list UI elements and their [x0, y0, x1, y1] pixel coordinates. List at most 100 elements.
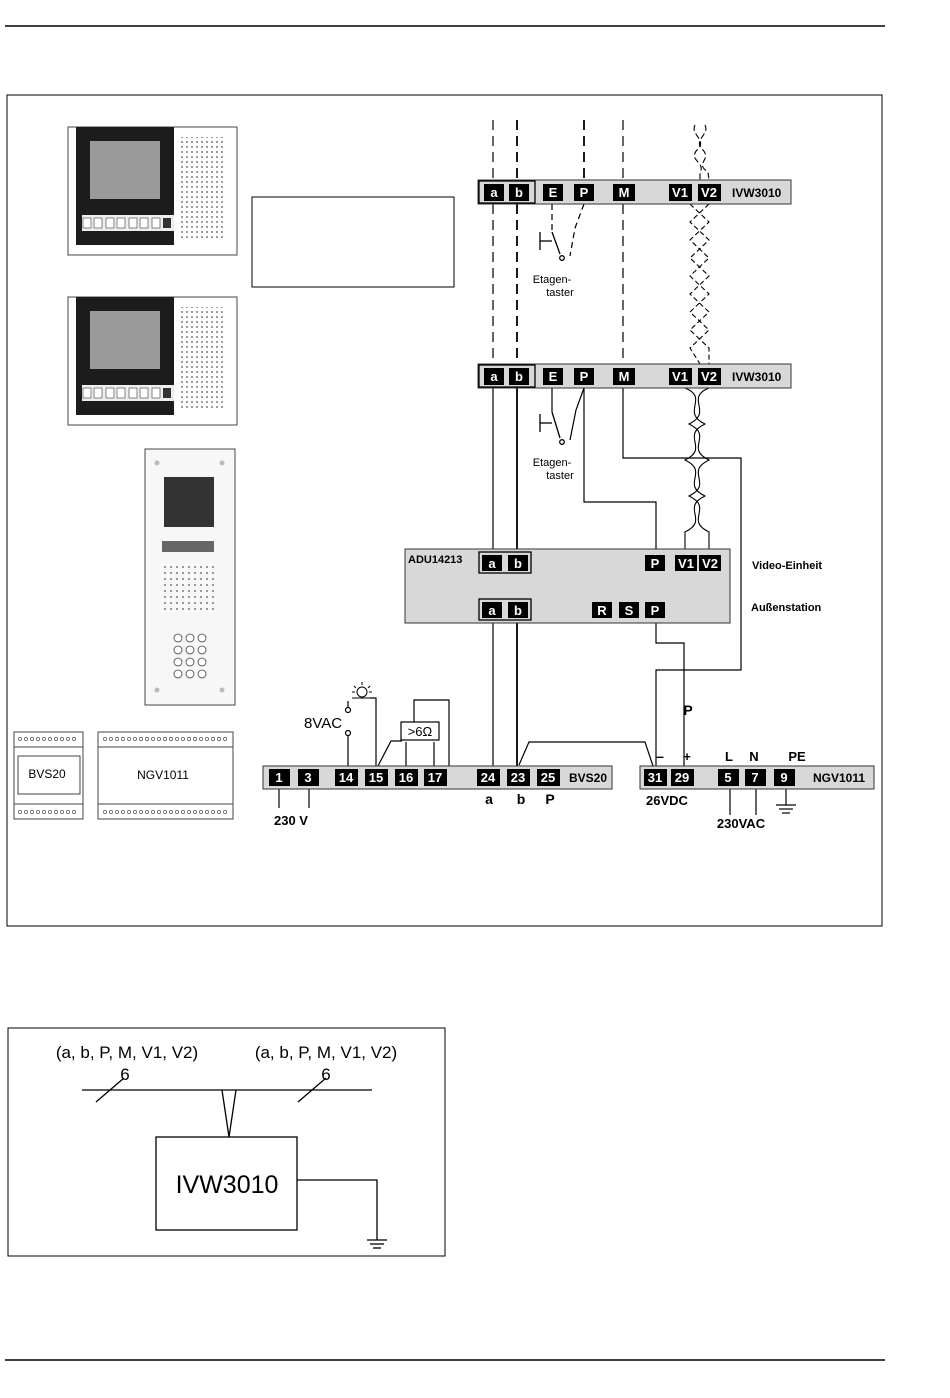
- empty-note-box: [251, 196, 455, 288]
- terminal-label: P: [651, 556, 660, 571]
- terminal-label: 25: [541, 770, 555, 785]
- terminal-24: [477, 769, 500, 786]
- terminal-label: a: [488, 556, 496, 571]
- terminal-label: 9: [780, 770, 787, 785]
- bvs20-terminals: 1 3 14 15 16 17 24 23 25: [269, 769, 560, 786]
- terminal-29: [671, 769, 694, 786]
- main-diagram-frame: [6, 94, 883, 927]
- bvs-bottom-p: P: [545, 791, 554, 807]
- terminal-m: [613, 184, 635, 201]
- terminal-v1: [669, 368, 692, 385]
- ivw-top-label: IVW3010: [732, 186, 782, 200]
- monitor-illustration-1: [67, 126, 238, 256]
- terminal-5: [718, 769, 739, 786]
- terminal-9: [774, 769, 795, 786]
- bvs-bottom-b: b: [517, 791, 526, 807]
- terminal-label: M: [619, 369, 630, 384]
- bus-left-label: (a, b, P, M, V1, V2): [56, 1043, 198, 1062]
- outdoor-station-label: Außenstation: [751, 602, 822, 614]
- ngv1011-terminals: 31 29 5 7 9: [644, 769, 795, 786]
- terminal-label: 23: [511, 770, 525, 785]
- terminal-label: R: [597, 603, 607, 618]
- terminal-m: [613, 368, 635, 385]
- bvs-bottom-a: a: [485, 791, 493, 807]
- terminal-23: [507, 769, 530, 786]
- terminal-b: [508, 555, 528, 571]
- door-station-illustration: [144, 448, 236, 706]
- ngv1011-device-label: NGV1011: [137, 768, 189, 782]
- terminal-label: 17: [428, 770, 442, 785]
- terminal-label: V2: [701, 369, 717, 384]
- adu-row1-terminals: a b P V1 V2: [482, 555, 721, 571]
- terminal-label: P: [651, 603, 660, 618]
- terminal-v1: [669, 184, 692, 201]
- etagentaster-mid-line1: Etagen-: [533, 457, 572, 469]
- floor-button-mid-icon: [539, 411, 565, 445]
- terminal-p: [645, 555, 665, 571]
- ivw3010-symbol-label: IVW3010: [176, 1171, 279, 1199]
- ngv-p-label: P: [683, 702, 692, 718]
- terminal-25: [537, 769, 560, 786]
- etagentaster-top-line1: Etagen-: [533, 274, 572, 286]
- wire-count-right: 6: [321, 1065, 330, 1084]
- bvs20-label: BVS20: [569, 771, 607, 785]
- terminal-v1: [675, 555, 697, 571]
- terminal-a: [482, 602, 502, 618]
- terminal-label: 3: [304, 770, 311, 785]
- terminal-p: [645, 602, 665, 618]
- terminal-label: 24: [481, 770, 496, 785]
- ngv1011-label: NGV1011: [813, 771, 865, 785]
- terminal-v2: [698, 368, 721, 385]
- terminal-label: M: [619, 185, 630, 200]
- terminal-label: E: [549, 369, 558, 384]
- bus-right-label: (a, b, P, M, V1, V2): [255, 1043, 397, 1062]
- terminal-label: 14: [339, 770, 354, 785]
- terminal-label: b: [515, 185, 523, 200]
- terminal-label: 16: [399, 770, 413, 785]
- terminal-14: [335, 769, 358, 786]
- terminal-label: 7: [751, 770, 758, 785]
- terminal-label: a: [490, 185, 498, 200]
- terminal-label: b: [514, 556, 522, 571]
- terminal-17: [424, 769, 447, 786]
- terminal-label: V2: [702, 556, 718, 571]
- ivw-mid-label: IVW3010: [732, 370, 782, 384]
- terminal-label: V1: [672, 185, 688, 200]
- lamp-icon: [352, 682, 372, 699]
- terminal-16: [395, 769, 418, 786]
- ngv-pe-label: PE: [788, 749, 806, 764]
- ngv-minus-label: –: [656, 748, 664, 764]
- twisted-pair-video-wires-solid: [683, 387, 711, 551]
- terminal-31: [644, 769, 667, 786]
- symbol-diagram-frame: [7, 1027, 446, 1257]
- terminal-a: [484, 368, 504, 385]
- resistor-label: >6Ω: [408, 724, 433, 739]
- ngv-plus-label: +: [683, 749, 691, 764]
- terminal-p: [574, 368, 594, 385]
- terminal-label: V1: [672, 369, 688, 384]
- floor-button-top-icon: [539, 231, 565, 261]
- ngv1011-device-illustration: [97, 731, 234, 820]
- terminal-label: 29: [675, 770, 689, 785]
- terminal-1: [269, 769, 290, 786]
- bus-lines: [82, 1077, 387, 1249]
- terminal-p: [574, 184, 594, 201]
- wire-count-left: 6: [120, 1065, 129, 1084]
- terminal-e: [543, 368, 563, 385]
- terminal-label: V1: [678, 556, 694, 571]
- terminal-label: a: [488, 603, 496, 618]
- ivw-mid-terminals: a b E P M V1 V2: [484, 368, 721, 385]
- ngv-l-label: L: [725, 749, 733, 764]
- terminal-7: [745, 769, 766, 786]
- ngv-ac-label: 230VAC: [717, 816, 766, 831]
- terminal-label: 15: [369, 770, 383, 785]
- terminal-a: [482, 555, 502, 571]
- etagentaster-top-line2: taster: [546, 287, 574, 299]
- bvs20-device-label: BVS20: [28, 767, 66, 781]
- ivw3010-symbol-box: [155, 1136, 298, 1231]
- terminal-label: a: [490, 369, 498, 384]
- terminal-label: S: [625, 603, 634, 618]
- terminal-label: b: [515, 369, 523, 384]
- terminal-label: b: [514, 603, 522, 618]
- terminal-a: [484, 184, 504, 201]
